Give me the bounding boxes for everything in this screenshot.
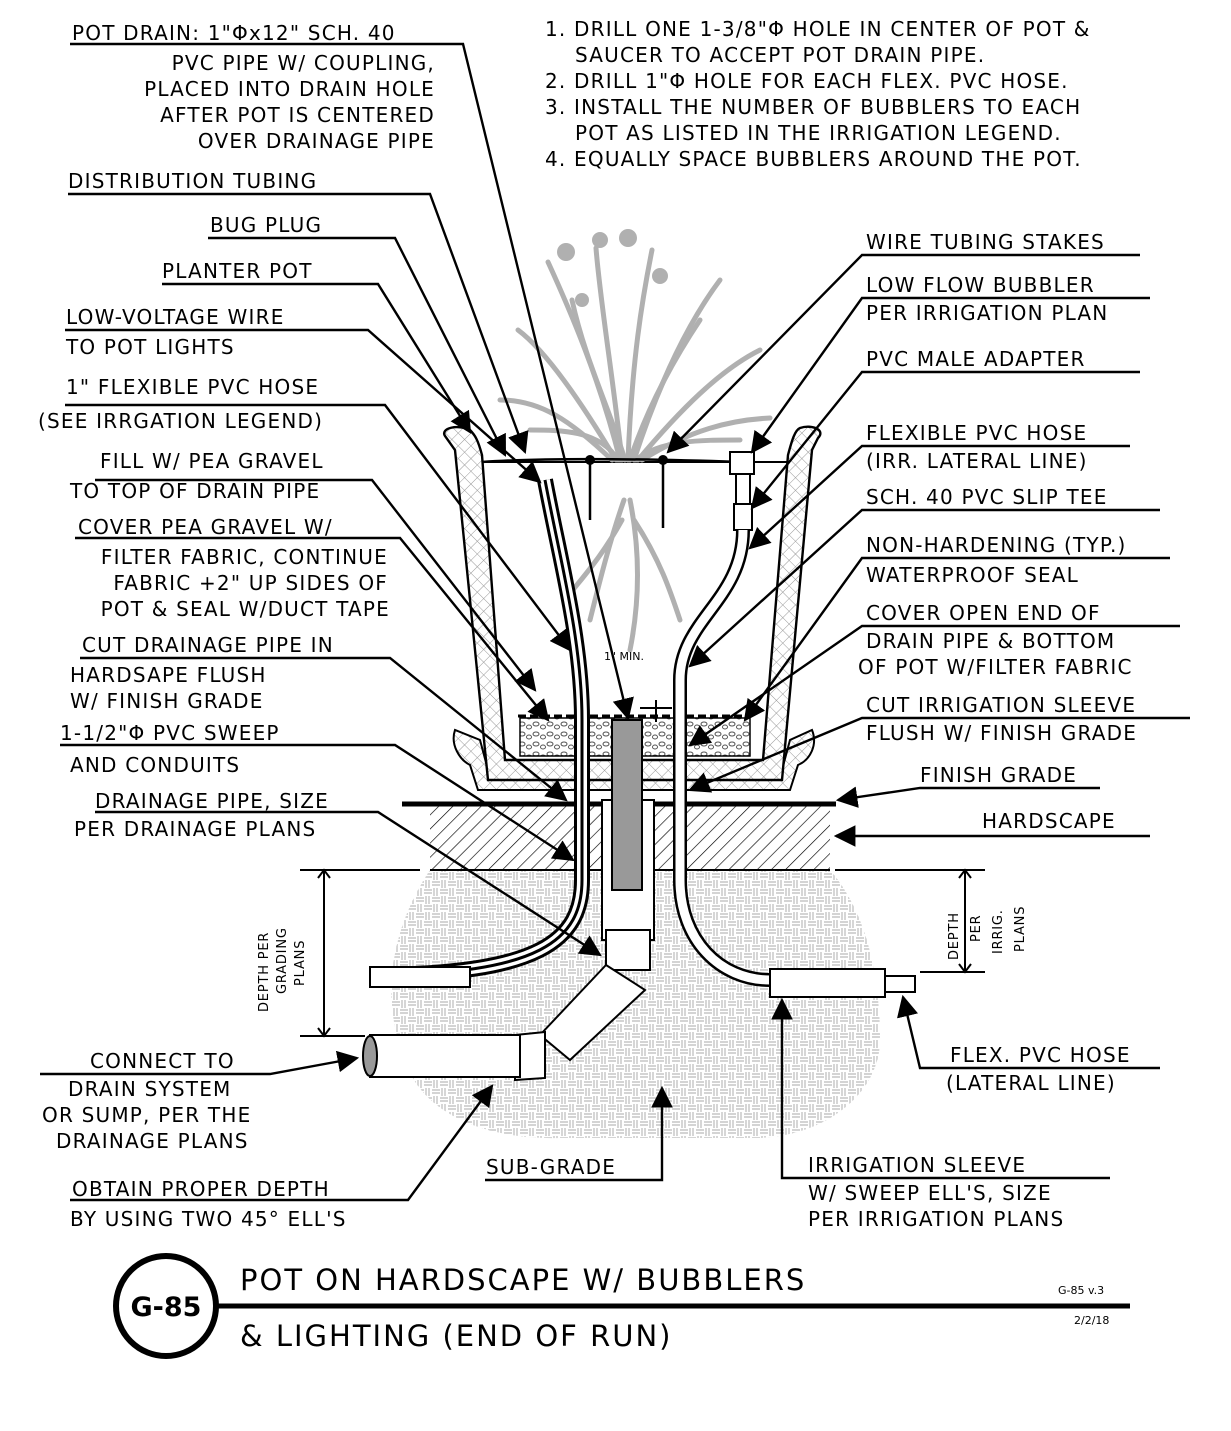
leaders-left xyxy=(40,42,634,1202)
note-4: 4. EQUALLY SPACE BUBBLERS AROUND THE POT… xyxy=(545,147,1082,171)
detail-title-1: POT ON HARDSCAPE W/ BUBBLERS xyxy=(240,1263,806,1297)
callout-bubbler-1: LOW FLOW BUBBLER xyxy=(866,273,1095,297)
callout-bubbler-2: PER IRRIGATION PLAN xyxy=(866,301,1108,325)
callout-distribution-tubing: DISTRIBUTION TUBING xyxy=(68,169,317,193)
dimension-min-gap xyxy=(640,700,672,722)
callout-pot-drain-4: AFTER POT IS CENTERED xyxy=(160,103,435,127)
callout-cut-drain-1: CUT DRAINAGE PIPE IN xyxy=(82,633,334,657)
note-1b: SAUCER TO ACCEPT POT DRAIN PIPE. xyxy=(575,43,985,67)
callout-cover-gravel-2: FILTER FABRIC, CONTINUE xyxy=(101,545,388,569)
callout-wire-stakes: WIRE TUBING STAKES xyxy=(866,230,1105,254)
svg-text:PER: PER xyxy=(969,915,984,943)
callout-flex-lateral-1: FLEXIBLE PVC HOSE xyxy=(866,421,1087,445)
callout-pot-drain-5: OVER DRAINAGE PIPE xyxy=(198,129,435,153)
plant-flowers xyxy=(557,229,668,307)
callout-cover-gravel-4: POT & SEAL W/DUCT TAPE xyxy=(101,597,390,621)
dim-grading-text: DEPTH PER GRADING PLANS xyxy=(257,927,308,1012)
callout-cover-gravel-1: COVER PEA GRAVEL W/ xyxy=(78,515,333,539)
svg-text:DEPTH PER: DEPTH PER xyxy=(257,932,272,1012)
callout-fill-gravel-1: FILL W/ PEA GRAVEL xyxy=(100,449,324,473)
detail-version: G-85 v.3 xyxy=(1058,1284,1104,1297)
svg-text:PLANS: PLANS xyxy=(293,940,308,986)
detail-number: G-85 xyxy=(131,1292,202,1323)
callout-sleeve-3: PER IRRIGATION PLANS xyxy=(808,1207,1064,1231)
drain-pipe xyxy=(362,719,655,1082)
callout-bug-plug: BUG PLUG xyxy=(210,213,322,237)
plant xyxy=(497,245,773,653)
callout-flex-hose-1: 1" FLEXIBLE PVC HOSE xyxy=(66,375,319,399)
dim-irrig-text: DEPTH PER IRRIG. PLANS xyxy=(947,906,1028,960)
callout-cover-end-3: OF POT W/FILTER FABRIC xyxy=(858,655,1133,679)
title-block: G-85 POT ON HARDSCAPE W/ BUBBLERS & LIGH… xyxy=(113,1253,1130,1359)
callout-depth-1: OBTAIN PROPER DEPTH xyxy=(72,1177,330,1201)
callout-drainage-pipe-1: DRAINAGE PIPE, SIZE xyxy=(95,789,329,813)
callout-cover-gravel-3: FABRIC +2" UP SIDES OF xyxy=(113,571,388,595)
callout-connect-2: DRAIN SYSTEM xyxy=(68,1077,232,1101)
callout-sweep-2: AND CONDUITS xyxy=(70,753,240,777)
note-3: 3. INSTALL THE NUMBER OF BUBBLERS TO EAC… xyxy=(545,95,1081,119)
callout-cut-drain-3: W/ FINISH GRADE xyxy=(70,689,264,713)
svg-text:IRRIG.: IRRIG. xyxy=(991,909,1006,954)
callout-pot-drain-2: PVC PIPE W/ COUPLING, xyxy=(172,51,435,75)
general-notes: 1. DRILL ONE 1-3/8"Φ HOLE IN CENTER OF P… xyxy=(545,17,1091,171)
callout-sleeve-2: W/ SWEEP ELL'S, SIZE xyxy=(808,1181,1052,1205)
callout-sleeve-1: IRRIGATION SLEEVE xyxy=(808,1153,1026,1177)
svg-text:DEPTH: DEPTH xyxy=(947,912,962,960)
callout-lv-wire-2: TO POT LIGHTS xyxy=(65,335,235,359)
left-labels: POT DRAIN: 1"Φx12" SCH. 40 PVC PIPE W/ C… xyxy=(38,21,435,1231)
callout-seal-2: WATERPROOF SEAL xyxy=(866,563,1079,587)
svg-text:PLANS: PLANS xyxy=(1013,906,1028,952)
callout-finish-grade: FINISH GRADE xyxy=(920,763,1077,787)
callout-sweep-1: 1-1/2"Φ PVC SWEEP xyxy=(60,721,280,745)
callout-drainage-pipe-2: PER DRAINAGE PLANS xyxy=(74,817,316,841)
callout-pot-drain-1: POT DRAIN: 1"Φx12" SCH. 40 xyxy=(72,21,396,45)
dimension-grading xyxy=(300,868,420,1038)
note-2: 2. DRILL 1"Φ HOLE FOR EACH FLEX. PVC HOS… xyxy=(545,69,1069,93)
callout-slip-tee: SCH. 40 PVC SLIP TEE xyxy=(866,485,1108,509)
callout-sub-grade: SUB-GRADE xyxy=(486,1155,616,1179)
callout-flex-bottom-1: FLEX. PVC HOSE xyxy=(950,1043,1131,1067)
note-1: 1. DRILL ONE 1-3/8"Φ HOLE IN CENTER OF P… xyxy=(545,17,1091,41)
right-labels: WIRE TUBING STAKES LOW FLOW BUBBLER PER … xyxy=(858,230,1137,1095)
bubbler xyxy=(729,451,755,531)
callout-flex-hose-2: (SEE IRRGATION LEGEND) xyxy=(38,409,323,433)
note-3b: POT AS LISTED IN THE IRRIGATION LEGEND. xyxy=(575,121,1062,145)
detail-title-2: & LIGHTING (END OF RUN) xyxy=(240,1319,672,1353)
callout-flex-bottom-2: (LATERAL LINE) xyxy=(946,1071,1116,1095)
callout-flex-lateral-2: (IRR. LATERAL LINE) xyxy=(866,449,1088,473)
callout-pot-drain-3: PLACED INTO DRAIN HOLE xyxy=(144,77,435,101)
bottom-labels: SUB-GRADE IRRIGATION SLEEVE W/ SWEEP ELL… xyxy=(486,1153,1064,1231)
dim-min-gap: 1" MIN. xyxy=(604,650,644,663)
callout-cut-sleeve-1: CUT IRRIGATION SLEEVE xyxy=(866,693,1136,717)
callout-fill-gravel-2: TO TOP OF DRAIN PIPE xyxy=(69,479,320,503)
callout-lv-wire-1: LOW-VOLTAGE WIRE xyxy=(66,305,285,329)
leaders-right xyxy=(485,253,1190,1182)
callout-planter-pot: PLANTER POT xyxy=(162,259,313,283)
callout-connect-4: DRAINAGE PLANS xyxy=(56,1129,249,1153)
callout-cover-end-1: COVER OPEN END OF xyxy=(866,601,1101,625)
dimension-irrigation xyxy=(835,868,985,974)
callout-connect-1: CONNECT TO xyxy=(90,1049,235,1073)
svg-text:GRADING: GRADING xyxy=(275,927,290,994)
callout-cover-end-2: DRAIN PIPE & BOTTOM xyxy=(866,629,1115,653)
callout-hardscape: HARDSCAPE xyxy=(982,809,1116,833)
callout-male-adapter: PVC MALE ADAPTER xyxy=(866,347,1086,371)
callout-connect-3: OR SUMP, PER THE xyxy=(42,1103,251,1127)
callout-cut-sleeve-2: FLUSH W/ FINISH GRADE xyxy=(866,721,1137,745)
irrigation-sleeve xyxy=(769,968,886,998)
callout-cut-drain-2: HARDSAPE FLUSH xyxy=(70,663,267,687)
callout-seal-1: NON-HARDENING (TYP.) xyxy=(866,533,1127,557)
callout-depth-2: BY USING TWO 45° ELL'S xyxy=(70,1207,347,1231)
detail-date: 2/2/18 xyxy=(1074,1314,1109,1327)
